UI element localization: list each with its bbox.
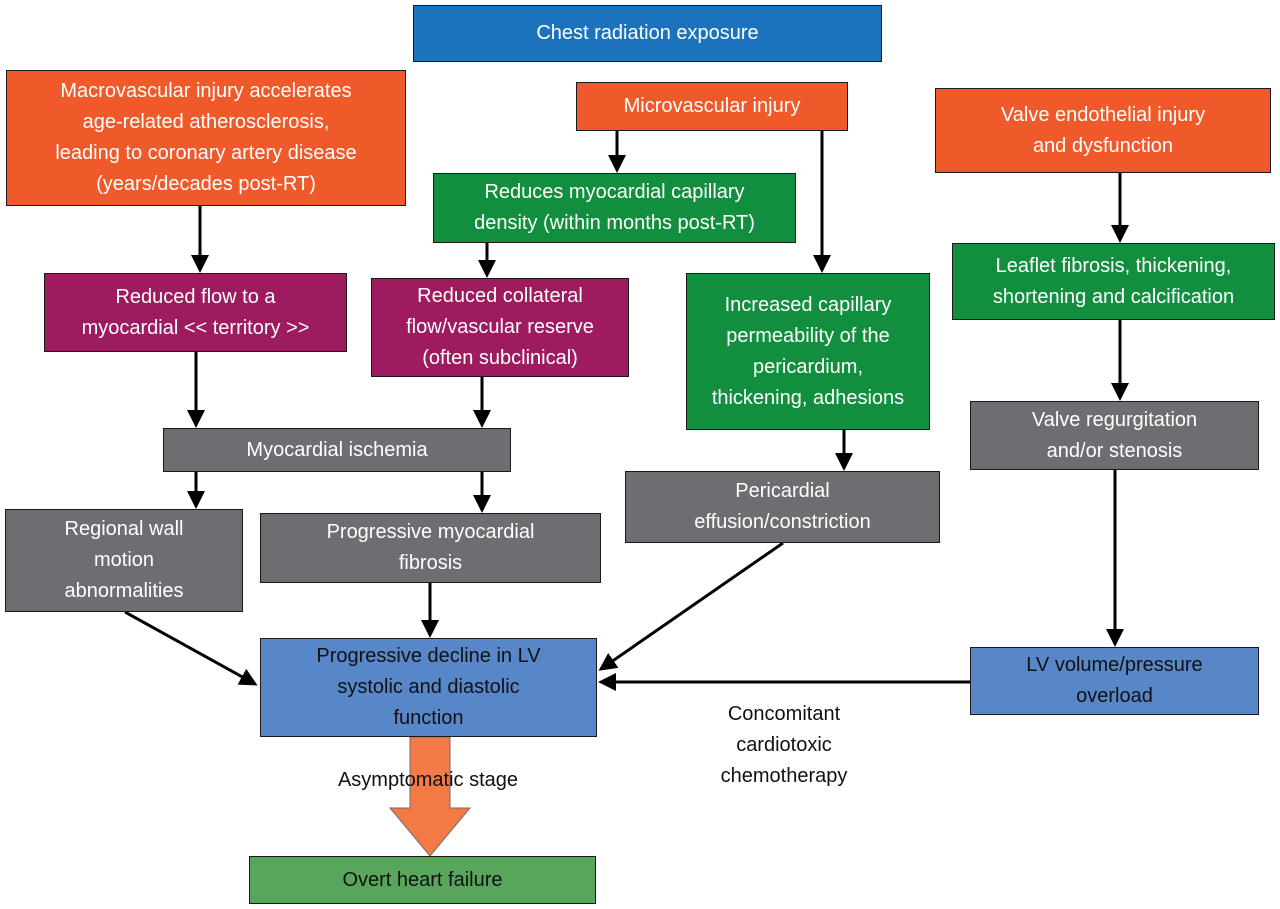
heart-failure-box: Overt heart failure (249, 856, 596, 904)
arrow-wallmotion-to-lv (124, 610, 258, 686)
macrovascular-injury-box: Macrovascular injury accelerates age-rel… (6, 70, 406, 206)
arrow-effusion-to-lv (598, 541, 784, 671)
capillary-density-box: Reduces myocardial capillary density (wi… (433, 173, 796, 243)
microvascular-injury-box: Microvascular injury (576, 82, 848, 131)
collateral-flow-box: Reduced collateral flow/vascular reserve… (371, 278, 629, 377)
lv-overload-box: LV volume/pressure overload (970, 647, 1259, 715)
stage-arrow (388, 736, 472, 857)
pericardial-effusion-box: Pericardial effusion/constriction (625, 471, 940, 543)
chest-radiation-box: Chest radiation exposure (413, 5, 882, 62)
myocardial-ischemia-box: Myocardial ischemia (163, 428, 511, 472)
wall-motion-box: Regional wall motion abnormalities (5, 509, 243, 612)
asymptomatic-stage-label: Asymptomatic stage (337, 769, 519, 791)
capillary-permeability-box: Increased capillary permeability of the … (686, 273, 930, 430)
valve-regurgitation-box: Valve regurgitation and/or stenosis (970, 401, 1259, 470)
myocardial-fibrosis-box: Progressive myocardial fibrosis (260, 513, 601, 583)
valve-injury-box: Valve endothelial injury and dysfunction (935, 88, 1271, 173)
reduced-flow-box: Reduced flow to a myocardial << territor… (44, 273, 347, 352)
lv-decline-box: Progressive decline in LV systolic and d… (260, 638, 597, 737)
chemotherapy-label: Concomitant cardiotoxic chemotherapy (720, 703, 848, 787)
leaflet-fibrosis-box: Leaflet fibrosis, thickening, shortening… (952, 243, 1275, 320)
